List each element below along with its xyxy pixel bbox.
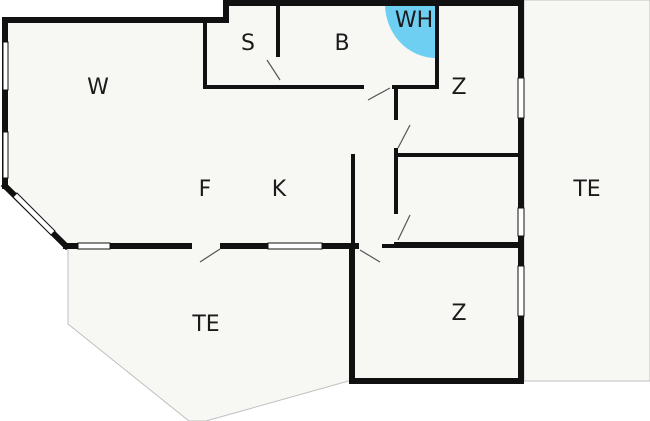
window-east-lower <box>517 265 525 317</box>
wall-lower-room <box>349 243 524 384</box>
window-southwest <box>12 192 56 236</box>
window-west-lower <box>2 131 9 179</box>
door-swing-s <box>266 59 281 81</box>
wall-bath-block <box>203 18 364 89</box>
outer-wall-north <box>2 0 524 384</box>
window-south-2 <box>267 242 323 250</box>
room-label-te-right: TE <box>572 177 600 202</box>
room-label-w: W <box>87 75 109 100</box>
door-swing-z-lower <box>359 249 381 263</box>
room-label-f: F <box>199 177 212 202</box>
room-labels: S B WH W Z F K TE TE Z <box>87 8 601 337</box>
room-label-s: S <box>241 31 255 56</box>
door-swing-z-mid <box>397 214 411 241</box>
room-label-k: K <box>272 177 287 202</box>
room-label-b: B <box>334 31 349 56</box>
water-heater-shape <box>385 4 436 58</box>
window-south-1 <box>77 242 111 250</box>
window-east-mid <box>517 207 525 237</box>
room-label-te-lower: TE <box>191 312 219 337</box>
doors <box>192 59 411 263</box>
door-swing-z-upper <box>397 124 411 149</box>
window-east-upper <box>517 77 525 119</box>
windows <box>2 41 525 317</box>
window-west-upper <box>2 41 9 91</box>
door-opening-terrace <box>192 242 220 250</box>
room-label-z-upper: Z <box>451 75 466 100</box>
room-label-wh: WH <box>395 8 433 33</box>
room-label-z-lower: Z <box>451 301 466 326</box>
door-swing-terrace <box>199 248 221 263</box>
floor-areas <box>4 0 650 421</box>
door-swing-b <box>367 87 391 101</box>
